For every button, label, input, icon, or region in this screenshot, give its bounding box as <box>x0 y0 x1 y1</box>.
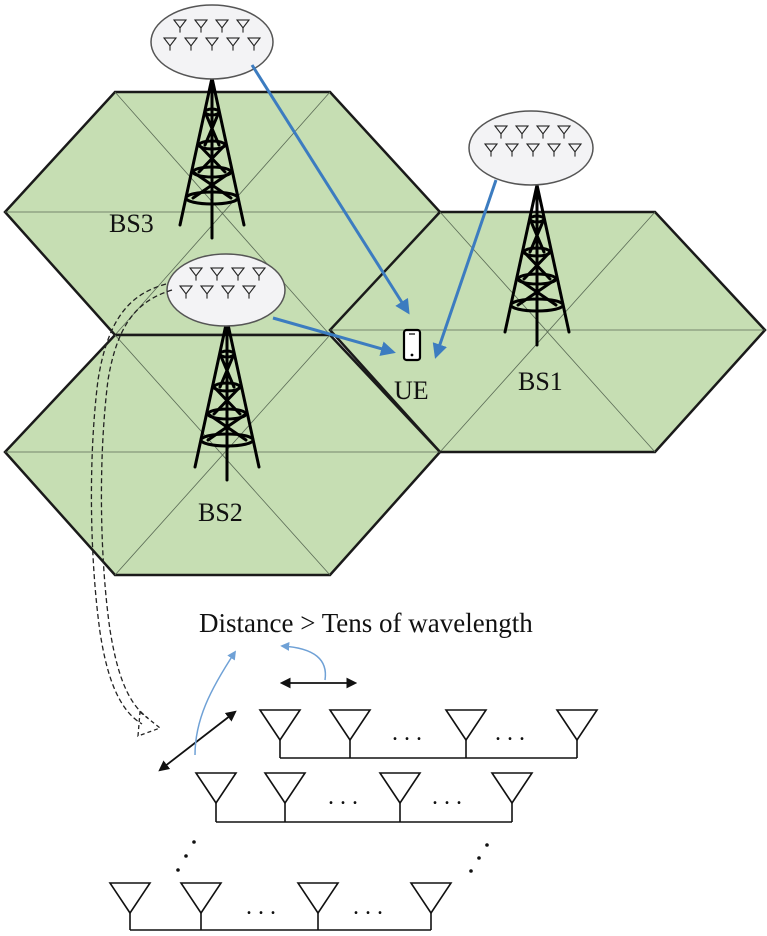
antenna-icon <box>209 267 225 281</box>
dots-row3-b: . . . <box>353 894 383 920</box>
tower-bs2-icon <box>193 318 261 482</box>
antenna-icon <box>546 143 562 157</box>
antenna-icon <box>493 125 509 139</box>
row-ellipsis-left <box>176 840 196 872</box>
array-antenna-icon <box>194 772 238 822</box>
antenna-icon <box>241 285 257 299</box>
antenna-row <box>108 882 453 931</box>
dots-row3-a: . . . <box>246 894 276 920</box>
array-antenna-icon <box>263 772 307 822</box>
antenna-icon <box>567 143 583 157</box>
label-bs2: BS2 <box>198 498 243 527</box>
antenna-array-detail <box>108 709 599 931</box>
antenna-icon <box>251 267 267 281</box>
dots-row2-a: . . . <box>328 784 358 810</box>
antenna-icon <box>514 125 530 139</box>
antenna-icon <box>235 19 251 33</box>
array-antenna-icon <box>409 882 453 930</box>
link-bs1-to-ue <box>432 179 498 359</box>
link-bs3-to-ue <box>250 64 410 315</box>
antenna-icon <box>246 37 262 51</box>
antenna-row <box>258 709 599 759</box>
ue-phone-icon <box>402 328 422 362</box>
link-bs2-to-ue <box>272 316 396 356</box>
antenna-icon <box>483 143 499 157</box>
antenna-icon <box>525 143 541 157</box>
array-antenna-icon <box>328 709 372 758</box>
antenna-icon <box>504 143 520 157</box>
antenna-icon <box>178 285 194 299</box>
dots-row2-b: . . . <box>432 784 462 810</box>
label-ue: UE <box>394 376 429 405</box>
label-bs3: BS3 <box>109 209 154 238</box>
caption-pointer-left <box>194 650 236 756</box>
antenna-icon <box>556 125 572 139</box>
array-antenna-icon <box>179 882 223 930</box>
antenna-icon <box>188 267 204 281</box>
tower-bs1-icon <box>503 183 571 347</box>
antenna-icon <box>230 267 246 281</box>
array-antenna-icon <box>555 709 599 758</box>
antenna-array-bubble-bs2 <box>166 253 286 327</box>
antenna-row <box>194 772 534 823</box>
antenna-icon <box>162 37 178 51</box>
label-bs1: BS1 <box>518 367 563 396</box>
antenna-icon <box>193 19 209 33</box>
zoom-connector <box>90 283 173 737</box>
antenna-icon <box>220 285 236 299</box>
array-antenna-icon <box>258 709 302 758</box>
antenna-array-bubble-bs1 <box>468 110 594 186</box>
distance-caption: Distance > Tens of wavelength <box>199 608 533 638</box>
row-ellipsis-right <box>469 843 489 873</box>
row-spacing-arrow <box>158 710 237 772</box>
tower-bs3-icon <box>178 76 246 240</box>
antenna-icon <box>172 19 188 33</box>
array-antenna-icon <box>296 882 340 930</box>
dots-row1-a: . . . <box>392 720 422 746</box>
array-antenna-icon <box>378 772 422 822</box>
dots-row1-b: . . . <box>495 720 525 746</box>
antenna-icon <box>535 125 551 139</box>
bubble-antenna-icons <box>162 19 583 299</box>
array-antenna-icon <box>108 882 152 930</box>
cell-bs1 <box>328 210 767 454</box>
array-antenna-icon <box>444 709 488 758</box>
array-antenna-icon <box>490 772 534 822</box>
antenna-array-bubble-bs3 <box>150 4 274 80</box>
antenna-icon <box>214 19 230 33</box>
antenna-icon <box>183 37 199 51</box>
antenna-icon <box>225 37 241 51</box>
antenna-icon <box>204 37 220 51</box>
caption-pointer-right <box>280 641 327 681</box>
antenna-icon <box>199 285 215 299</box>
